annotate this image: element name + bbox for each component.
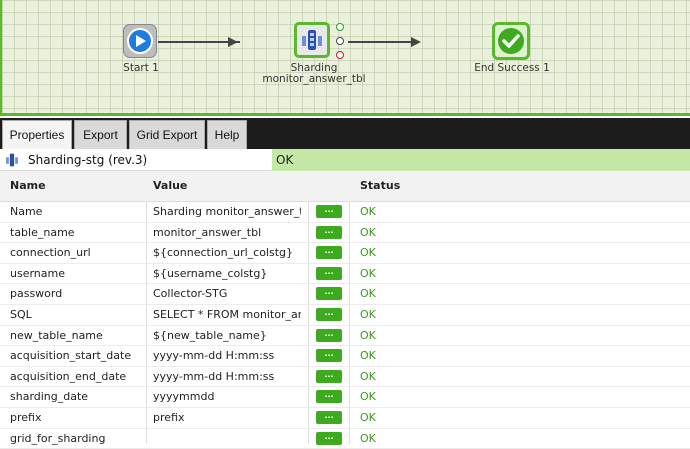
- property-status: OK: [360, 266, 376, 280]
- table-row[interactable]: prefix prefix... OK: [0, 408, 690, 429]
- property-status: OK: [360, 349, 376, 363]
- node-sharding[interactable]: [294, 22, 332, 60]
- edit-property-button[interactable]: ...: [316, 307, 342, 321]
- property-status: OK: [360, 246, 376, 260]
- property-name: Name: [10, 205, 43, 218]
- check-icon: [492, 22, 530, 60]
- arrow-icon: [228, 37, 238, 47]
- edit-property-button[interactable]: ...: [316, 328, 342, 342]
- property-status: OK: [360, 287, 376, 301]
- tab-properties[interactable]: Properties: [2, 120, 72, 149]
- property-status: OK: [360, 431, 376, 445]
- column-header-value[interactable]: Value: [153, 179, 188, 192]
- column-divider: [308, 171, 309, 444]
- neutral-port-icon[interactable]: [336, 37, 344, 45]
- table-row[interactable]: username ${username_colstg}... OK: [0, 264, 690, 285]
- edit-property-button[interactable]: ...: [316, 431, 342, 445]
- property-status: OK: [360, 205, 376, 218]
- property-value[interactable]: SELECT * FROM monitor_ans...: [153, 307, 301, 321]
- table-header: Name Value Status: [0, 171, 690, 202]
- node-sharding-label-line1: Sharding: [290, 62, 338, 74]
- edit-property-button[interactable]: ...: [316, 225, 342, 239]
- component-title: Sharding-stg (rev.3): [0, 149, 272, 171]
- property-value[interactable]: Collector-STG: [153, 287, 228, 301]
- table-row[interactable]: sharding_date yyyymmdd... OK: [0, 387, 690, 408]
- property-status: OK: [360, 328, 376, 342]
- property-status: OK: [360, 369, 376, 383]
- table-row[interactable]: acquisition_start_date yyyy-mm-dd H:mm:ss…: [0, 346, 690, 367]
- edit-property-button[interactable]: ...: [316, 246, 342, 260]
- property-status: OK: [360, 390, 376, 404]
- property-name: connection_url: [10, 246, 91, 260]
- tab-grid-export[interactable]: Grid Export: [129, 120, 205, 149]
- component-title-text: Sharding-stg (rev.3): [28, 153, 148, 167]
- property-status: OK: [360, 307, 376, 321]
- column-divider: [146, 171, 147, 444]
- property-name: table_name: [10, 225, 75, 239]
- property-name: username: [10, 266, 65, 280]
- property-status: OK: [360, 410, 376, 424]
- header-status: OK: [272, 149, 690, 171]
- property-value[interactable]: prefix: [153, 410, 185, 424]
- node-start-label: Start 1: [123, 62, 159, 74]
- table-row[interactable]: SQL SELECT * FROM monitor_ans...... OK: [0, 305, 690, 326]
- property-value[interactable]: ${connection_url_colstg}: [153, 246, 294, 260]
- property-value[interactable]: yyyymmdd: [153, 390, 215, 404]
- connector-start-to-sharding[interactable]: [158, 41, 240, 43]
- column-divider: [349, 171, 350, 444]
- node-sharding-label: Sharding monitor_answer_tbl: [254, 63, 374, 85]
- node-sharding-label-line2: monitor_answer_tbl: [262, 73, 366, 85]
- arrow-icon: [411, 37, 421, 47]
- tab-bar: Properties Export Grid Export Help: [0, 118, 690, 149]
- property-name: password: [10, 287, 63, 301]
- edit-property-button[interactable]: ...: [316, 390, 342, 404]
- play-icon: [123, 24, 157, 58]
- property-value[interactable]: yyyy-mm-dd H:mm:ss: [153, 369, 275, 383]
- column-header-name[interactable]: Name: [10, 179, 46, 192]
- tab-export[interactable]: Export: [74, 120, 127, 149]
- sharding-icon: [294, 22, 330, 58]
- table-row[interactable]: acquisition_end_date yyyy-mm-dd H:mm:ss..…: [0, 367, 690, 388]
- workflow-canvas[interactable]: Start 1 Sharding monitor_answer_tbl: [0, 0, 690, 116]
- property-value[interactable]: ${username_colstg}: [153, 266, 268, 280]
- table-row[interactable]: grid_for_sharding... OK: [0, 429, 690, 449]
- edit-property-button[interactable]: ...: [316, 349, 342, 363]
- property-name: sharding_date: [10, 390, 89, 404]
- property-name: grid_for_sharding: [10, 431, 106, 445]
- table-row[interactable]: new_table_name ${new_table_name}... OK: [0, 326, 690, 347]
- table-row[interactable]: password Collector-STG... OK: [0, 284, 690, 305]
- edit-property-button[interactable]: ...: [316, 410, 342, 424]
- property-value[interactable]: ${new_table_name}: [153, 328, 267, 342]
- edit-property-button[interactable]: ...: [316, 287, 342, 301]
- tab-help[interactable]: Help: [207, 120, 247, 149]
- edit-property-button[interactable]: ...: [316, 205, 342, 218]
- property-status: OK: [360, 225, 376, 239]
- property-name: acquisition_start_date: [10, 349, 132, 363]
- column-header-status[interactable]: Status: [360, 179, 401, 192]
- property-name: new_table_name: [10, 328, 103, 342]
- table-row[interactable]: Name Sharding monitor_answer_tbl... OK: [0, 202, 690, 223]
- property-value[interactable]: Sharding monitor_answer_tbl: [153, 205, 301, 218]
- table-row[interactable]: connection_url ${connection_url_colstg}..…: [0, 243, 690, 264]
- edit-property-button[interactable]: ...: [316, 266, 342, 280]
- property-value[interactable]: yyyy-mm-dd H:mm:ss: [153, 349, 275, 363]
- sharding-icon: [6, 153, 18, 167]
- connector-sharding-to-end[interactable]: [348, 41, 418, 43]
- node-end-label: End Success 1: [474, 62, 550, 74]
- edit-property-button[interactable]: ...: [316, 369, 342, 383]
- property-name: SQL: [10, 307, 32, 321]
- property-value[interactable]: monitor_answer_tbl: [153, 225, 262, 239]
- node-start[interactable]: [123, 24, 159, 60]
- success-port-icon[interactable]: [336, 23, 344, 31]
- property-name: acquisition_end_date: [10, 369, 127, 383]
- property-name: prefix: [10, 410, 42, 424]
- node-end-success[interactable]: [492, 22, 530, 60]
- properties-header: Sharding-stg (rev.3) OK: [0, 149, 690, 171]
- error-port-icon[interactable]: [336, 51, 344, 59]
- table-row[interactable]: table_name monitor_answer_tbl... OK: [0, 223, 690, 244]
